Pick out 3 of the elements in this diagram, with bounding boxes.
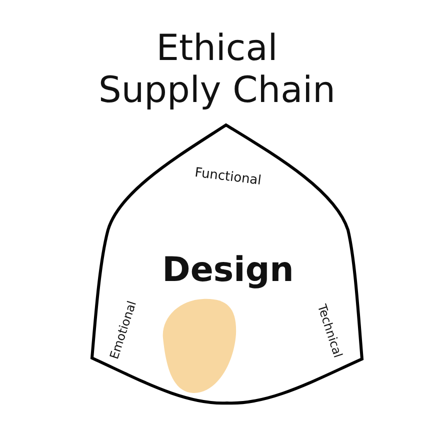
center-heading: Design	[162, 250, 294, 290]
section-label: Functional	[194, 165, 262, 189]
title: Ethical Supply Chain	[98, 28, 336, 112]
